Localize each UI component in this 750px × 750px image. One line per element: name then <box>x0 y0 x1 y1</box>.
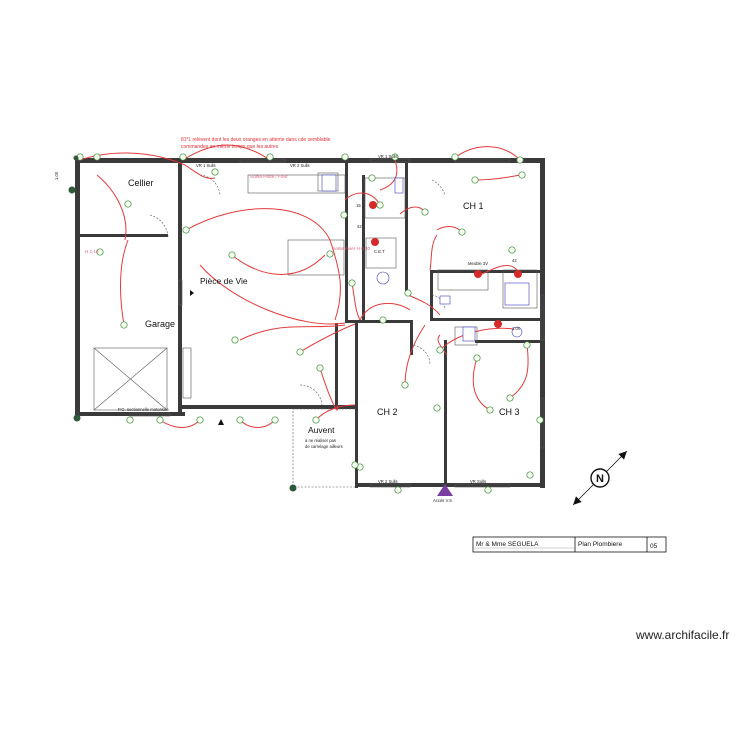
note-auvent-2: de carrelage ailleurs <box>305 444 343 449</box>
dim-1-0s: 1.0s <box>512 326 520 331</box>
garage-door <box>93 347 168 411</box>
dim-42b: 42 <box>512 258 517 263</box>
north-icon: N <box>596 473 604 485</box>
entry-arrows <box>190 290 224 425</box>
room-ch2: CH 2 <box>377 407 398 417</box>
outlets <box>76 153 544 494</box>
note-hotte: Sortie Hotte / Four <box>250 174 288 179</box>
note-lave: H 1.10 <box>85 249 99 254</box>
sanitary-fixtures <box>321 174 530 342</box>
acces-vs-label: Accès V.S <box>433 498 452 503</box>
note-evier: Sortie évier H 0.30 <box>332 246 370 251</box>
windows <box>129 158 545 488</box>
room-ch3: CH 3 <box>499 407 520 417</box>
pillars <box>68 155 297 492</box>
note-cet: C.E.T <box>374 249 385 254</box>
meuble-label: Meuble 3V <box>468 261 488 266</box>
room-labels: Cellier Garage Pièce de Vie CH 1 CH 2 CH… <box>128 178 520 435</box>
garage-door-label: P.G. sectionnelle motorisée <box>118 407 169 412</box>
watermark: www.archifacile.fr <box>636 628 730 642</box>
window-label-5: VR Sulls <box>470 479 486 484</box>
top-note-line-2: commandes en même temps que les autres <box>181 144 279 150</box>
north-arrow: N <box>572 450 628 506</box>
walls <box>75 158 545 488</box>
title-index: 05 <box>650 543 658 550</box>
dim-15: 15 <box>356 203 361 208</box>
annotations: Sortie Hotte / Four Sortie évier H 0.30 … <box>54 154 520 484</box>
window-label-4: VR 2 Sulls <box>378 479 398 484</box>
room-auvent: Auvent <box>308 425 335 435</box>
top-note-line-1: 81*L relèvent dont les deux oranges en a… <box>181 137 331 143</box>
room-garage: Garage <box>145 319 175 329</box>
window-label-2: VR 2 Sulls <box>290 163 310 168</box>
room-piece-de-vie: Pièce de Vie <box>200 276 248 286</box>
kitchen-counters <box>247 172 538 346</box>
window-label-3: VR 1 Sulls <box>378 154 398 159</box>
water-points <box>369 201 522 328</box>
dim-42a: 42 <box>357 224 362 229</box>
window-label-1: VR 1 Sulls <box>196 163 216 168</box>
note-auvent-1: à ne réaliser pas <box>305 438 336 443</box>
title-client: Mr & Mme SEGUELA <box>476 541 539 548</box>
title-block: Mr & Mme SEGUELA Plan Plombiere 05 <box>472 536 667 553</box>
door-swings <box>149 174 446 406</box>
room-cellier: Cellier <box>128 178 154 188</box>
note-cellier-dim: 1.00 <box>54 171 59 180</box>
title-plan: Plan Plombiere <box>578 541 622 548</box>
room-ch1: CH 1 <box>463 201 484 211</box>
acces-vs-marker: Accès V.S <box>433 484 453 503</box>
